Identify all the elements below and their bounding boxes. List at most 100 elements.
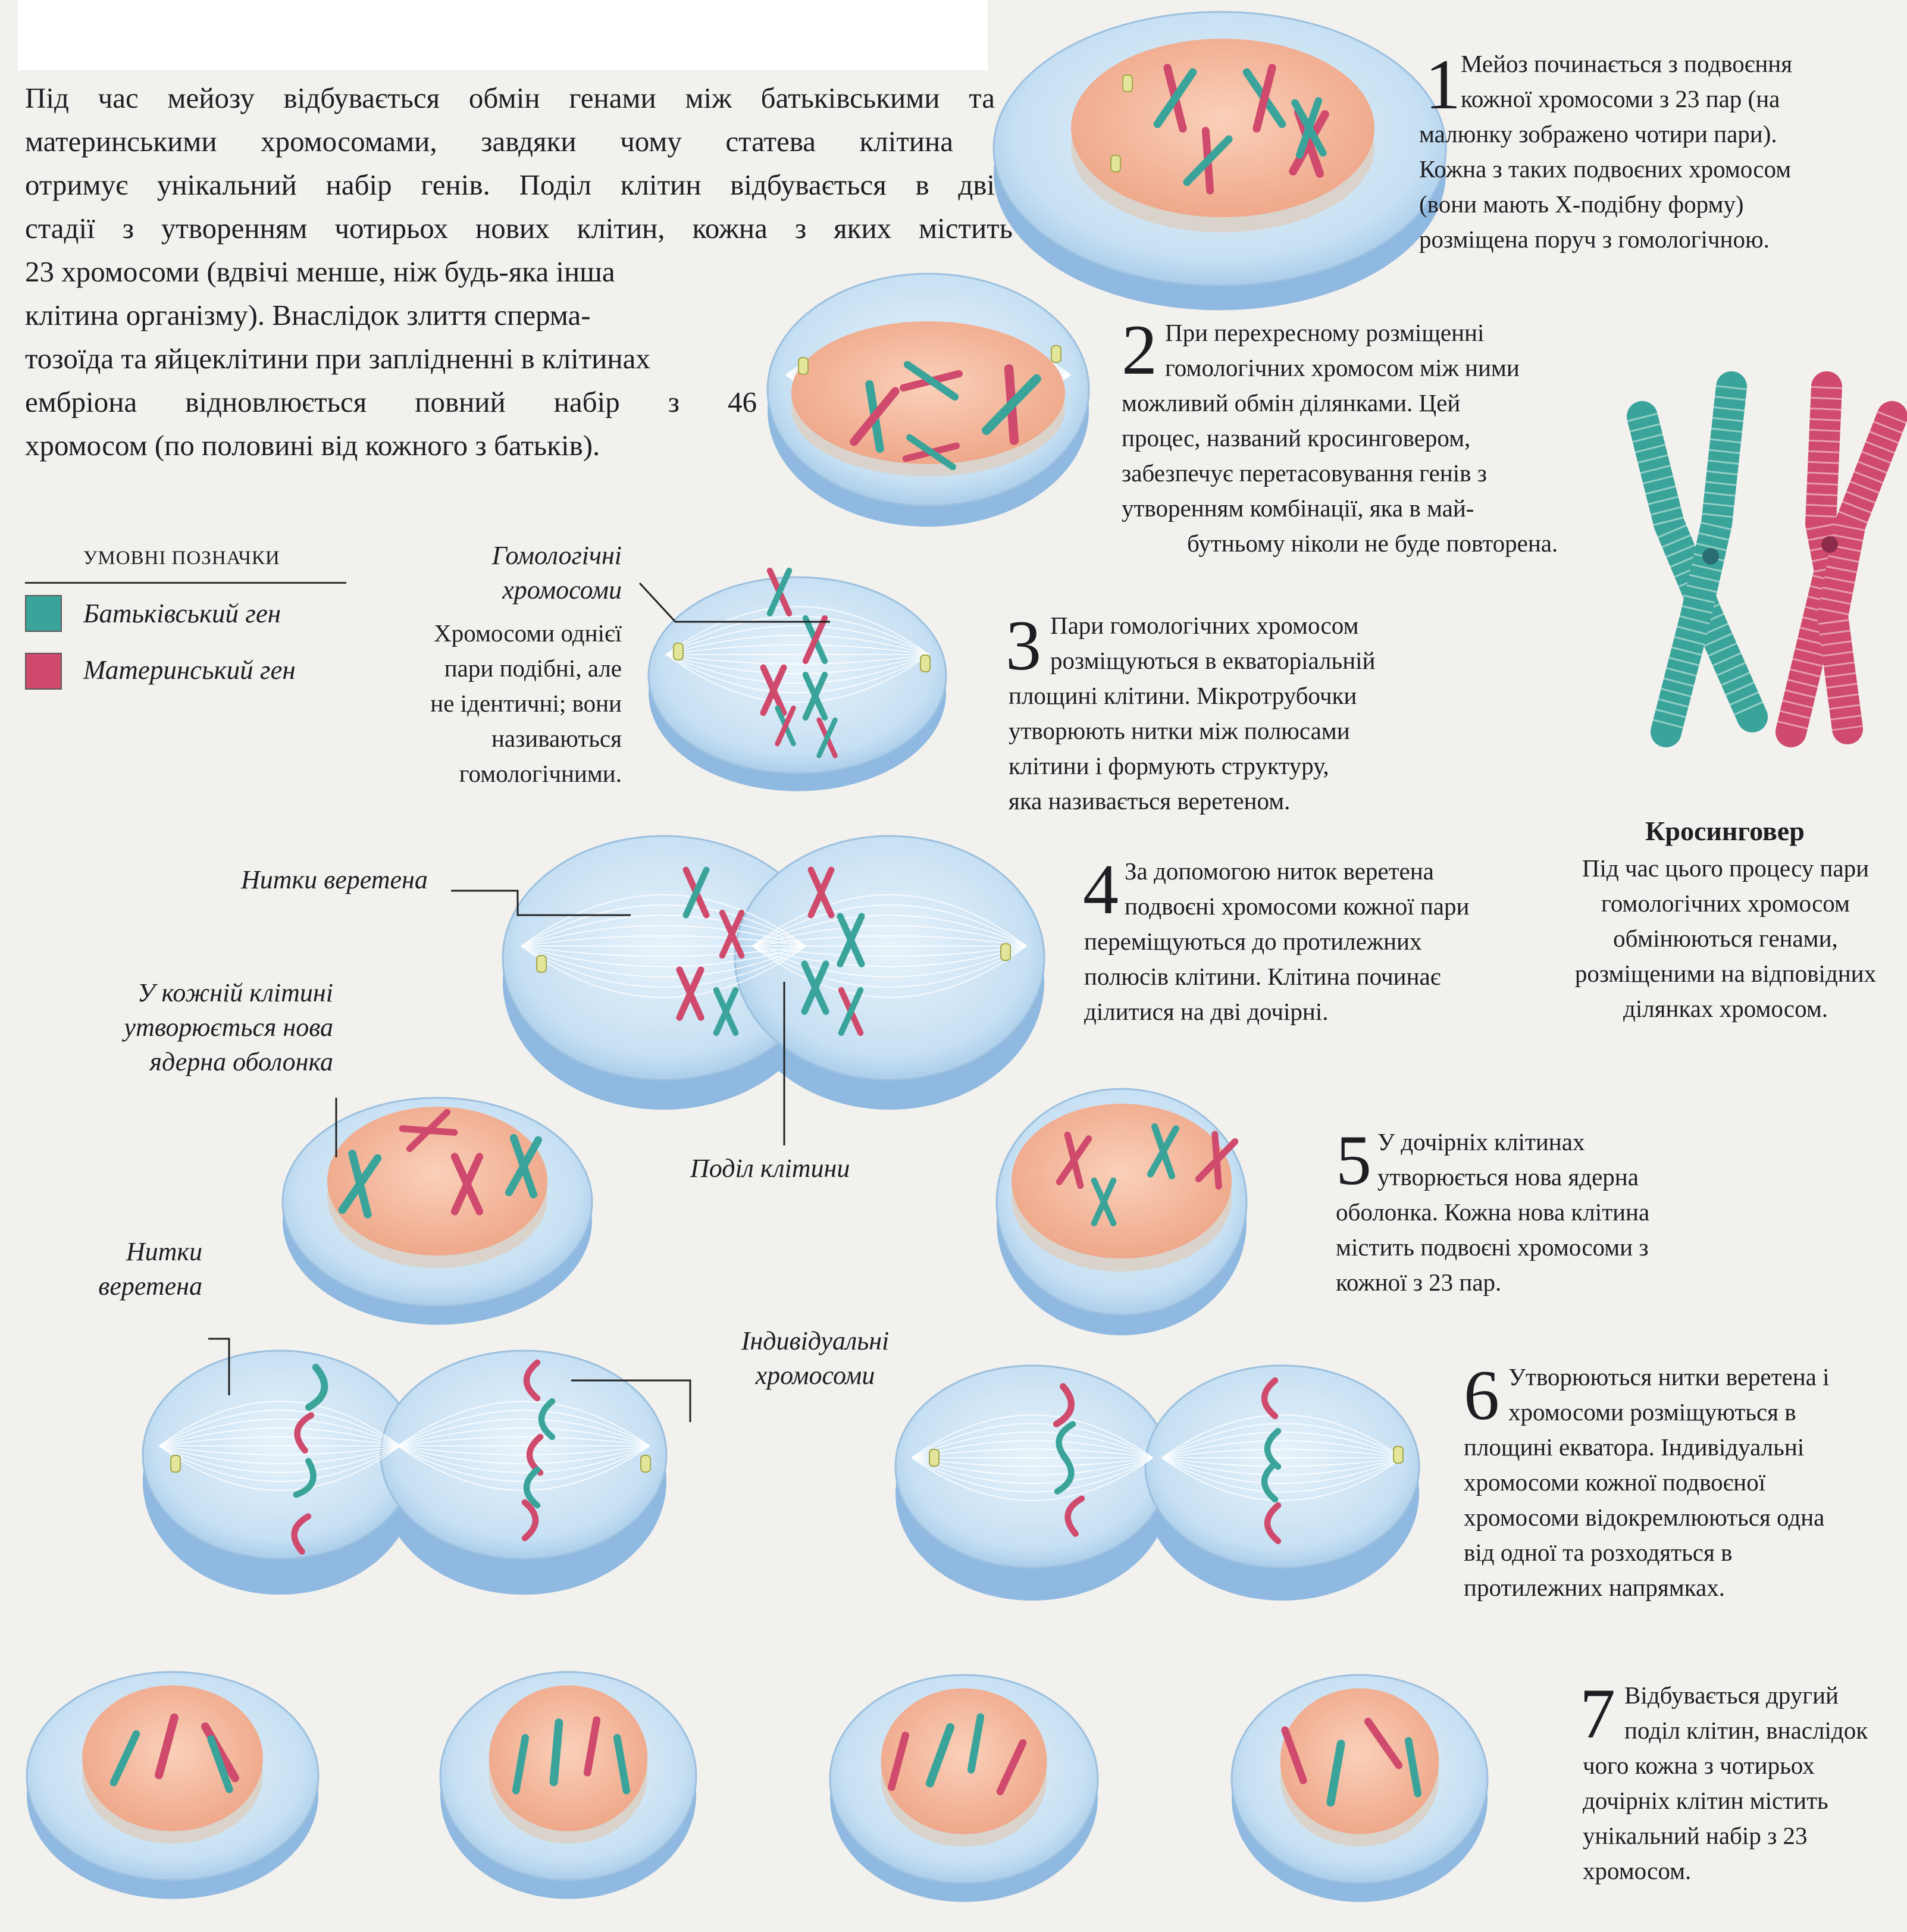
step-3-number: 3 [1006,606,1041,685]
paternal-swatch [25,595,62,632]
chromatid [1183,135,1233,186]
paternal-chromatid-a [1627,401,1768,732]
centriole [673,643,684,660]
x-chromosome [1056,1131,1092,1189]
stage-3-cell [647,567,947,791]
chromatid [338,1154,382,1214]
chromatid [1252,64,1276,133]
centriole [1110,155,1121,173]
spindle-thread [397,1445,650,1491]
single-chromosome [538,1398,556,1441]
daughter-cell-4 [1230,1674,1489,1902]
chromatid [888,1731,909,1791]
spindle-thread [1161,1457,1403,1476]
chromatid [613,1734,631,1795]
step-4-caption-cont: переміщуються до протилежних полюсів клі… [1084,928,1441,1025]
spindle-threads-label-2: Нитки веретена [98,1237,202,1301]
rod-chromosome [925,1723,955,1787]
chromatid [1147,1125,1180,1178]
spindle-thread [521,945,806,988]
stage-6-left-cell [142,1349,668,1595]
nucleus [327,1107,547,1255]
spindle-thread [521,904,806,947]
x-chromosome [837,913,865,967]
daughter-cell-2 [439,1671,697,1899]
chromatid [1053,1383,1075,1427]
spindle-thread [159,1445,400,1464]
step-6-caption-cont: площині екватора. Індивідуальні хромосом… [1464,1433,1825,1601]
rod-chromosome [1281,1726,1307,1784]
x-chromosome [1291,97,1327,159]
centriole [1122,74,1133,92]
single-chromosome [294,1412,315,1454]
spindle-thread [521,945,806,957]
step-2-number: 2 [1122,310,1157,389]
stage-5-right-cell [995,1088,1248,1336]
stage-2-cell [766,273,1090,527]
spindle-thread [521,935,806,947]
maternal-swatch [25,653,62,690]
spindle-thread [159,1401,400,1446]
chromatid [549,1718,563,1786]
spindle-thread [912,1448,1153,1458]
spindle-thread [752,945,1027,978]
chromatid [201,1722,239,1783]
step-2-caption-cont: можливий обмін ділянками. Цей процес, на… [1122,389,1558,557]
step-1-caption: Мейоз починається з подвоєння кожної хро… [1461,50,1793,112]
x-chromosome [807,866,835,919]
chromatid [1056,1135,1092,1185]
chromatid [982,374,1041,435]
cell-division-label: Поділ клітини [690,1154,850,1183]
x-chromosome [766,567,793,617]
x-chromosome [902,434,960,471]
rod-chromosome [155,1713,179,1780]
chromatid [760,664,787,716]
intro-line: клітина організму). Внаслідок злиття спе… [25,299,591,331]
homologous-title: Гомологічні хромосоми [491,541,622,605]
daughter-cell-3 [829,1674,1099,1902]
rod-chromosome [996,1739,1027,1796]
spindle-thread [665,654,929,703]
chromatid [775,705,796,747]
spindle-thread [521,945,806,998]
chromatid [802,615,828,665]
chromatid [523,1466,541,1509]
spindle-thread [665,654,929,694]
chromatid [906,434,956,471]
single-chromosome [1064,1495,1085,1537]
chromatid [1195,1138,1239,1183]
spindle-thread [752,935,1027,947]
x-chromosome [399,1109,458,1153]
x-chromosome [838,987,864,1037]
step-1-caption-cont: малюнку зображено чотири пари). Кожна з … [1419,120,1792,253]
spindle-thread [397,1401,650,1446]
x-chromosome [850,380,900,453]
chromatid [305,1364,328,1411]
spindle-thread [912,1457,1153,1485]
rod-chromosome [967,1713,985,1774]
spindle-thread [912,1431,1153,1458]
chromatid [1261,1460,1279,1503]
single-chromosome [1261,1377,1279,1420]
spindle-thread [397,1445,650,1455]
spindle-thread [1161,1414,1403,1458]
rod-chromosome [109,1730,140,1787]
chromatid [450,1153,484,1216]
centriole [536,955,547,973]
x-chromosome [775,705,796,747]
chromatid [293,1458,317,1498]
rod-chromosome [512,1734,530,1795]
rod-chromosome [613,1734,631,1795]
x-chromosome [982,364,1041,445]
spindle-thread [397,1445,650,1464]
rod-chromosome [1326,1739,1345,1807]
spindle-thread [666,654,929,665]
paternal-chromatid-a-bands [1627,412,1767,724]
chromatid [1326,1739,1345,1807]
step-3-caption: Пари гомологічних хромосом розміщуються … [1050,612,1376,674]
spindle-thread [752,894,1027,947]
